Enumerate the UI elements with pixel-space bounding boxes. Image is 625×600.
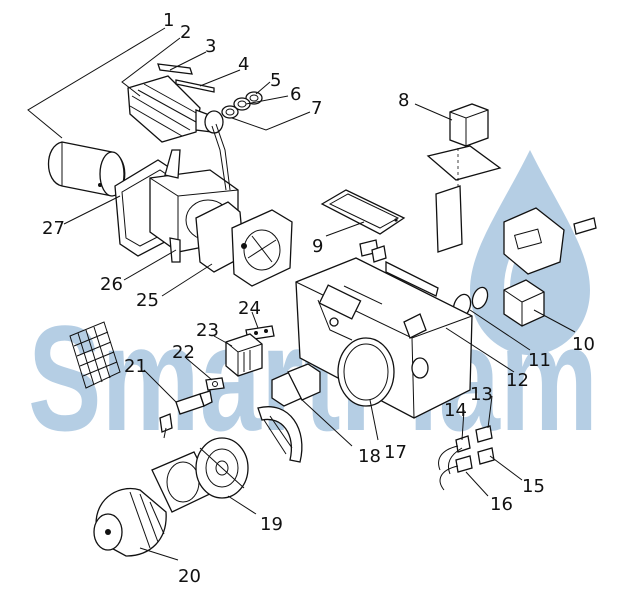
- part-label-10: 10: [572, 334, 595, 355]
- part-label-22: 22: [172, 342, 195, 363]
- part-label-25: 25: [136, 290, 159, 311]
- part-label-23: 23: [196, 320, 219, 341]
- part-17-main-body: [295, 257, 473, 419]
- part-label-6: 6: [290, 84, 301, 105]
- part-small-brackets: [359, 217, 597, 297]
- part-label-9: 9: [312, 236, 323, 257]
- part-label-20: 20: [178, 566, 201, 587]
- part-label-17: 17: [384, 442, 407, 463]
- part-air-damper: [257, 406, 303, 463]
- part-21-nozzle: [159, 390, 213, 439]
- part-23-pump: [225, 333, 263, 377]
- part-label-8: 8: [398, 90, 409, 111]
- part-label-2: 2: [180, 22, 191, 43]
- leader-lines: [27, 27, 576, 561]
- part-label-12: 12: [506, 370, 529, 391]
- part-label-13: 13: [470, 384, 493, 405]
- part-label-16: 16: [490, 494, 513, 515]
- part-label-19: 19: [260, 514, 283, 535]
- part-1-2-electrode-assembly: [127, 75, 231, 191]
- part-22-fitting: [205, 377, 225, 391]
- part-number-labels: 1 2 3 4 5 6 7 8 9 10 11 12 13 14 15 16 1…: [42, 10, 595, 587]
- part-13-16-terminals: [438, 425, 495, 491]
- part-mesh-grille: [69, 321, 121, 389]
- part-18-valve-block: [271, 363, 321, 407]
- part-label-11: 11: [528, 350, 551, 371]
- part-10-relay: [503, 279, 545, 327]
- part-label-26: 26: [100, 274, 123, 295]
- part-label-7: 7: [311, 98, 322, 119]
- part-label-14: 14: [444, 400, 467, 421]
- part-5-6-7-rings: [221, 91, 263, 119]
- part-20-motor: [93, 487, 167, 557]
- part-label-21: 21: [124, 356, 147, 377]
- part-control-box: [503, 207, 565, 275]
- part-label-18: 18: [358, 446, 381, 467]
- part-9-cover-plate: [320, 189, 406, 235]
- part-label-15: 15: [522, 476, 545, 497]
- part-25-flange: [195, 201, 293, 287]
- part-19-fan-wheel: [195, 437, 249, 499]
- part-label-4: 4: [238, 54, 249, 75]
- part-label-1: 1: [163, 10, 174, 31]
- part-27-cylinder: [48, 141, 126, 197]
- part-label-5: 5: [270, 70, 281, 91]
- part-label-3: 3: [205, 36, 216, 57]
- part-label-24: 24: [238, 298, 261, 319]
- part-label-27: 27: [42, 218, 65, 239]
- part-8-transformer: [426, 103, 502, 253]
